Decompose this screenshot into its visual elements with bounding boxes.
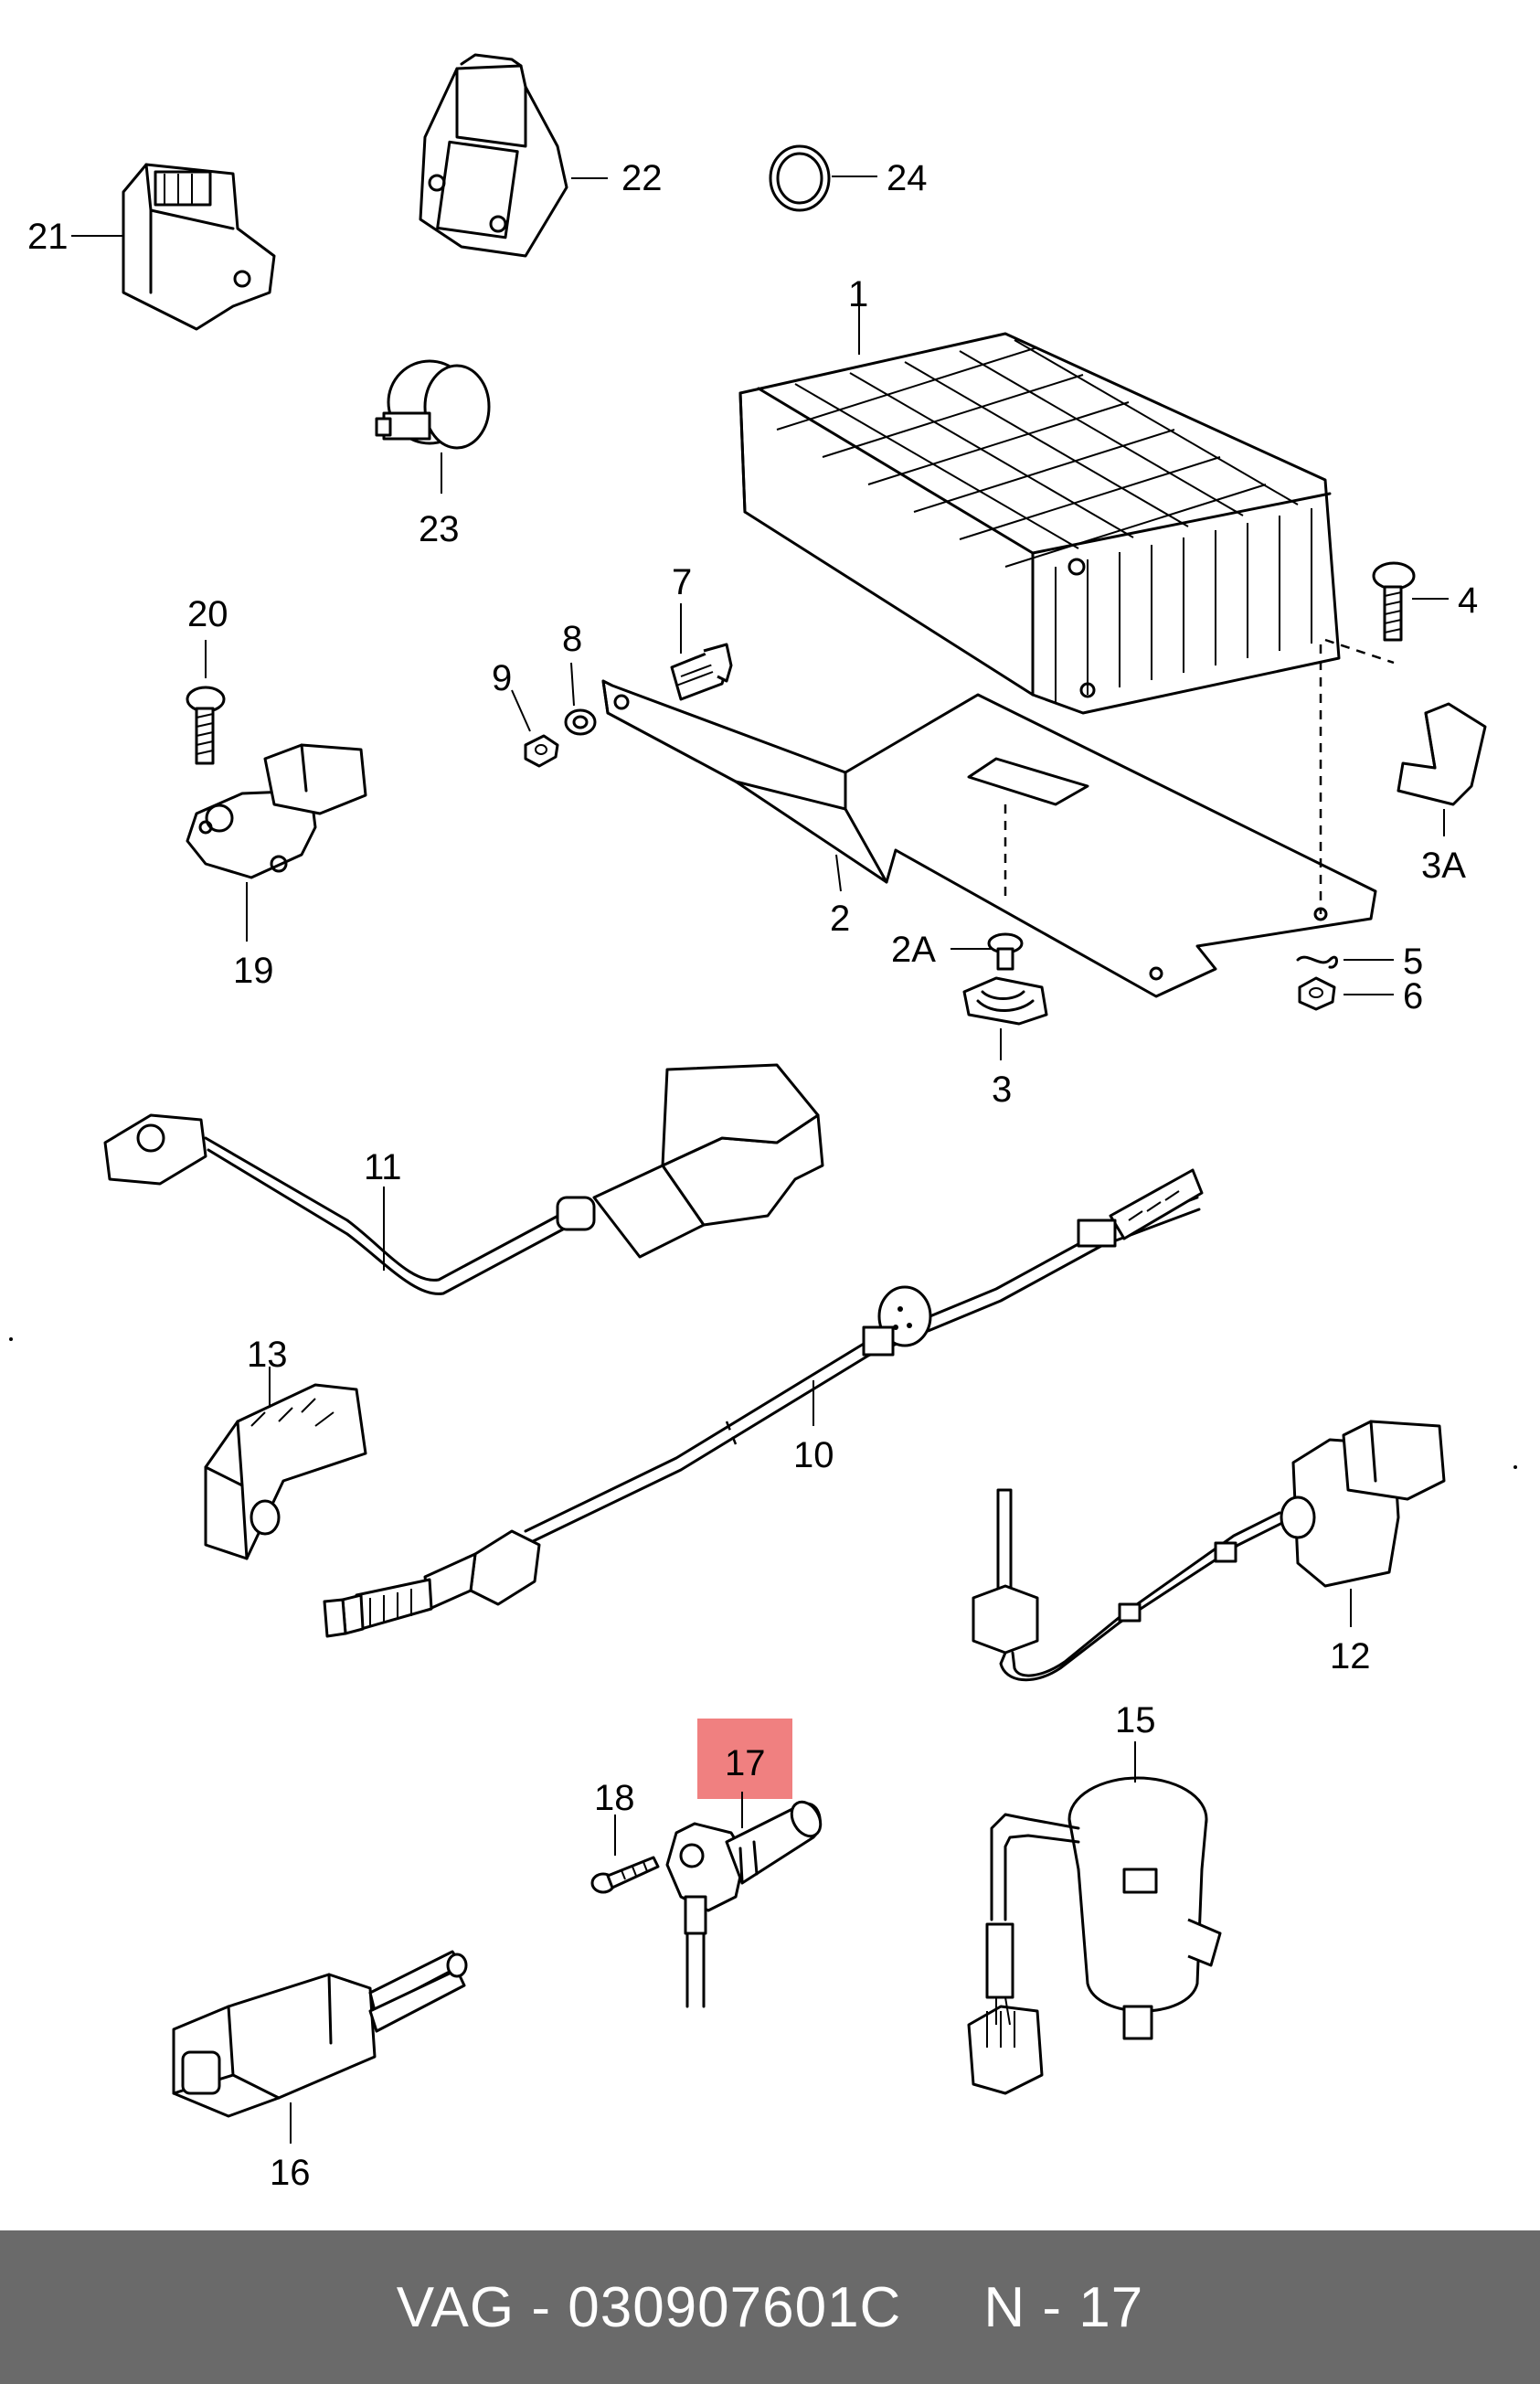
part-2A-plug <box>951 932 1024 971</box>
callout-2A: 2A <box>891 930 936 970</box>
part-8-washer <box>564 662 597 736</box>
callout-6: 6 <box>1403 976 1423 1016</box>
callout-24: 24 <box>887 158 928 198</box>
callout-18: 18 <box>594 1778 635 1818</box>
part-15-pump <box>967 1741 1222 2095</box>
heat-sink-fins <box>776 339 1312 704</box>
part-11-sensor-cable <box>103 1063 824 1295</box>
callout-3: 3 <box>992 1070 1012 1110</box>
callout-16: 16 <box>270 2153 311 2193</box>
part-20-screw <box>186 640 226 765</box>
callout-15: 15 <box>1115 1700 1156 1740</box>
part-13-connector-bracket <box>204 1367 367 1560</box>
callout-12: 12 <box>1330 1636 1371 1676</box>
part-18-screw <box>590 1815 660 1894</box>
callout-23: 23 <box>419 509 460 549</box>
part-24-o-ring <box>769 144 877 212</box>
part-17-crankshaft-sensor[interactable] <box>665 1792 826 2008</box>
part-5-spring-washer <box>1296 955 1394 969</box>
footer-part-number: VAG - 030907601C <box>396 2275 902 2339</box>
part-3A-clip <box>1397 702 1487 836</box>
callout-17-highlight <box>697 1719 792 1799</box>
callout-8: 8 <box>562 619 582 659</box>
part-21-relay <box>71 163 276 331</box>
part-3-grommet <box>962 976 1048 1060</box>
part-23-valve <box>375 359 491 494</box>
callout-11: 11 <box>364 1147 402 1187</box>
callout-9: 9 <box>492 658 512 698</box>
part-12-temp-sender <box>972 1420 1446 1682</box>
callout-20: 20 <box>187 594 228 634</box>
callout-19: 19 <box>233 951 274 991</box>
callout-21: 21 <box>27 217 69 257</box>
part-6-nut <box>1298 976 1394 1011</box>
callout-3A: 3A <box>1421 846 1466 886</box>
callout-7: 7 <box>672 562 692 602</box>
part-4-screw <box>1324 561 1449 665</box>
callout-2: 2 <box>830 899 850 939</box>
part-22-map-sensor <box>419 53 608 258</box>
footer-bar: VAG - 030907601C N - 17 <box>0 2230 1540 2384</box>
callout-1: 1 <box>848 274 868 314</box>
part-7-bolt <box>670 603 733 701</box>
part-10-lambda-probe <box>323 1168 1204 1638</box>
callout-4: 4 <box>1458 580 1478 621</box>
callout-13: 13 <box>247 1335 288 1375</box>
callout-17[interactable]: 17 <box>725 1743 766 1783</box>
part-2-bracket <box>601 644 1377 998</box>
part-19-position-sensor <box>186 743 367 942</box>
callout-10: 10 <box>793 1435 834 1475</box>
part-1-control-unit <box>738 283 1341 715</box>
footer-position: N - 17 <box>983 2275 1144 2339</box>
callout-22: 22 <box>621 158 663 198</box>
callout-5: 5 <box>1403 942 1423 982</box>
part-9-nut <box>511 689 559 768</box>
parts-diagram: 21 22 24 23 <box>9 53 1517 2193</box>
part-16-switch <box>172 1950 468 2144</box>
